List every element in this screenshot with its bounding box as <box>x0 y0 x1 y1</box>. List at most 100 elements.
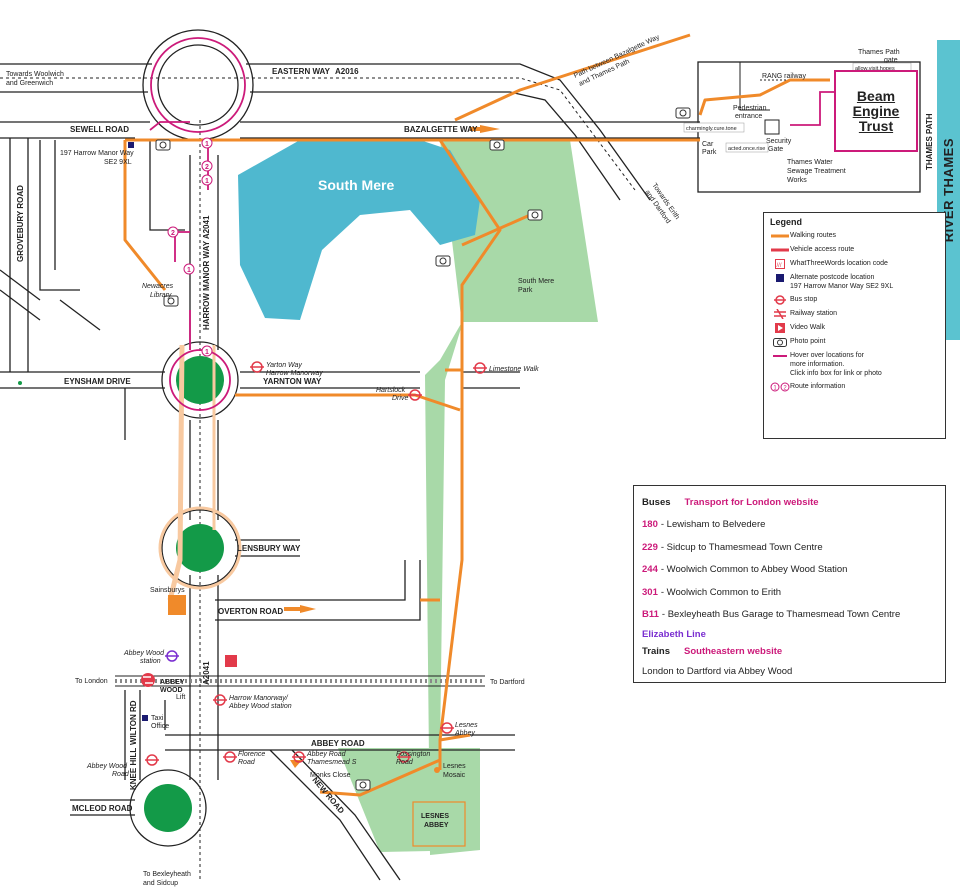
road-thames-path: THAMES PATH <box>925 113 934 170</box>
bus-route-num: B11 <box>642 609 659 621</box>
lesnes-abbey-label[interactable]: LESNES <box>421 813 449 820</box>
bus-abbey-road-thamesmead-2: Thamesmead S <box>307 759 357 766</box>
bus-limestone[interactable]: Limestone Walk <box>489 366 539 373</box>
video-icon[interactable] <box>225 655 237 667</box>
road-grovebury: GROVEBURY ROAD <box>16 185 25 262</box>
svg-text:2: 2 <box>783 386 787 392</box>
abbey-wood-sign-2: WOOD <box>160 687 183 694</box>
abbey-wood-sign: ABBEY <box>160 679 185 686</box>
lift-label: Lift <box>176 694 185 701</box>
camera-icon[interactable] <box>155 107 691 791</box>
bus-stop-icon <box>774 295 786 305</box>
bus-route-num: 244 <box>642 564 658 576</box>
bus-florence-road[interactable]: Florence <box>238 751 265 758</box>
car-park-label-2: Park <box>702 149 717 156</box>
road-abbey: ABBEY ROAD <box>311 739 365 748</box>
lesnes-abbey-park-area <box>338 748 480 852</box>
bus-yarton[interactable]: Yarton Way <box>266 362 302 369</box>
legend-hover: Hover over locations for more informatio… <box>770 351 939 378</box>
lesnes-mosaic-label[interactable]: Lesnes <box>443 763 466 770</box>
railway-station-icon[interactable] <box>141 673 155 687</box>
newacres-library[interactable]: Newacres <box>142 283 174 290</box>
dir-bexleyheath-2: and Sidcup <box>143 880 178 887</box>
bus-route-desc: - Bexleyheath Bus Garage to Thamesmead T… <box>661 609 901 621</box>
camera-icon <box>773 338 787 347</box>
bus-route-row[interactable]: 244 - Woolwich Common to Abbey Wood Stat… <box>642 559 937 582</box>
buses-header-row: Buses Transport for London website <box>642 491 937 514</box>
railway-icon <box>774 309 786 319</box>
south-mere-park-label[interactable]: South Mere <box>518 278 554 285</box>
w3w-acted[interactable]: acted.once.rise <box>728 146 765 152</box>
bus-route-num: 301 <box>642 586 658 598</box>
bus-route-row[interactable]: 180 - Lewisham to Belvedere <box>642 514 937 537</box>
legend-text: Video Walk <box>790 324 826 331</box>
pedestrian-entrance-label-2: entrance <box>735 113 762 120</box>
bus-route-desc: - Woolwich Common to Abbey Wood Station <box>660 564 848 576</box>
roundabout-yarnton <box>176 356 224 404</box>
bus-fossington[interactable]: Fossington <box>396 751 430 758</box>
svg-text:1: 1 <box>773 386 777 392</box>
road-eastern-way: EASTERN WAY <box>272 67 331 76</box>
route-num-5: 1 <box>187 267 191 274</box>
sainsburys-building <box>168 595 186 615</box>
roundabout-lensbury <box>176 524 224 572</box>
dir-path-bazalgette: Path between Bazalgette Way <box>573 34 661 80</box>
bus-harrow-station[interactable]: Harrow Manorway/ <box>229 695 289 702</box>
bus-abbey-road-thamesmead[interactable]: Abbey Road <box>306 751 347 758</box>
video-icon <box>775 323 785 333</box>
tfl-link[interactable]: Transport for London website <box>684 496 819 508</box>
car-park-label: Car <box>702 141 714 148</box>
legend-w3w: /// WhatThreeWords location code <box>770 259 939 269</box>
taxi-office-label-2: Office <box>151 723 169 730</box>
w3w-charmingly[interactable]: charmingly.cure.tone <box>686 126 737 132</box>
sainsburys-label[interactable]: Sainsburys <box>150 587 185 594</box>
road-lensbury: LENSBURY WAY <box>237 544 301 553</box>
dir-dartford: To Dartford <box>490 679 525 686</box>
walking-routes <box>123 33 830 797</box>
legend-text: Railway station <box>790 310 838 317</box>
security-gate-label-2: Gate <box>768 146 783 153</box>
bus-fossington-2: Road <box>396 759 414 766</box>
hover-icon <box>773 355 787 357</box>
address-197[interactable]: 197 Harrow Manor Way <box>60 150 134 157</box>
buses-panel: Buses Transport for London website 180 -… <box>633 485 946 683</box>
beam-line-1: Beam <box>856 87 896 104</box>
thames-water-label-2: Sewage Treatment <box>787 168 846 175</box>
bus-route-row[interactable]: 229 - Sidcup to Thamesmead Town Centre <box>642 536 937 559</box>
road-sewell: SEWELL ROAD <box>70 125 129 134</box>
thames-water-label-3: Works <box>787 177 807 184</box>
bus-harrow-station-2: Abbey Wood station <box>228 703 292 710</box>
bus-abbey-wood-road[interactable]: Abbey Wood <box>86 763 128 770</box>
square-icon[interactable] <box>128 142 134 148</box>
thames-path-gate-label-2: gate <box>884 57 898 64</box>
w3w-allow[interactable]: allow.visit.hopes <box>855 66 895 72</box>
bus-abbey-wood-station[interactable]: Abbey Wood <box>123 650 165 657</box>
beam-engine-trust-box[interactable]: Beam Engine Trust <box>834 70 918 152</box>
elizabeth-line-link[interactable]: Elizabeth Line <box>642 628 706 640</box>
bus-stop-icon[interactable] <box>145 361 487 766</box>
legend-photo: Photo point <box>770 337 939 347</box>
legend-text: Vehicle access route <box>790 246 855 253</box>
bus-hartslock[interactable]: Hartslock <box>376 387 406 394</box>
road-harrow-manor: HARROW MANOR WAY A2041 <box>202 215 211 330</box>
monks-close-label: Monks Close <box>310 772 351 779</box>
legend-panel: Legend Walking routes Vehicle access rou… <box>763 212 946 439</box>
route-info-icon[interactable] <box>167 137 213 357</box>
bus-lesnes-abbey[interactable]: Lesnes <box>455 722 478 729</box>
vehicle-route-icon <box>771 248 789 252</box>
address-197-2: SE2 9XL <box>104 159 132 166</box>
w3w-icon: /// <box>775 259 785 269</box>
southeastern-link[interactable]: Southeastern website <box>684 645 783 657</box>
bus-route-row[interactable]: 301 - Woolwich Common to Erith <box>642 581 937 604</box>
security-gate <box>764 119 780 135</box>
beam-line-3: Trust <box>858 117 894 134</box>
square-icon <box>776 274 784 282</box>
south-mere-label[interactable]: South Mere <box>318 177 394 193</box>
bus-route-row[interactable]: B11 - Bexleyheath Bus Garage to Thamesme… <box>642 604 937 627</box>
bus-florence-road-2: Road <box>238 759 256 766</box>
south-mere-park-area <box>425 140 598 855</box>
